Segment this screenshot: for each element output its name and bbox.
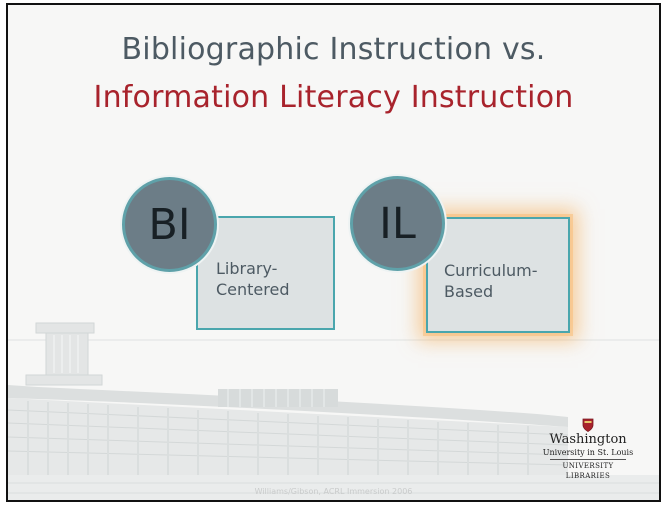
bi-label-line-1: Library-	[216, 259, 278, 278]
il-label-line-2: Based	[444, 282, 494, 301]
slide: Bibliographic Instruction vs. Informatio…	[6, 3, 661, 502]
logo-line-3: UNIVERSITY LIBRARIES	[562, 462, 614, 480]
bi-label-line-2: Centered	[216, 280, 290, 299]
bi-circle-badge: BI	[122, 177, 217, 272]
title-line-1: Bibliographic Instruction vs.	[121, 32, 546, 67]
il-label-line-1: Curriculum-	[444, 261, 538, 280]
footer-credit: Williams/Gibson, ACRL Immersion 2006	[254, 487, 413, 496]
logo-line-1: Washington	[549, 432, 627, 447]
shield-icon	[582, 418, 594, 432]
logo-line-2: University in St. Louis	[542, 448, 634, 457]
bi-description-text: Library- Centered	[216, 258, 290, 300]
washington-university-libraries-logo: Washington University in St. Louis UNIVE…	[542, 418, 634, 481]
il-description-text: Curriculum- Based	[444, 260, 538, 302]
logo-divider	[550, 459, 626, 460]
il-description-box: Curriculum- Based	[426, 217, 570, 333]
bi-description-box: Library- Centered	[196, 216, 335, 330]
title-line-2: Information Literacy Instruction	[93, 80, 574, 115]
library-building-illustration	[8, 322, 659, 500]
il-circle-badge: IL	[350, 176, 445, 271]
